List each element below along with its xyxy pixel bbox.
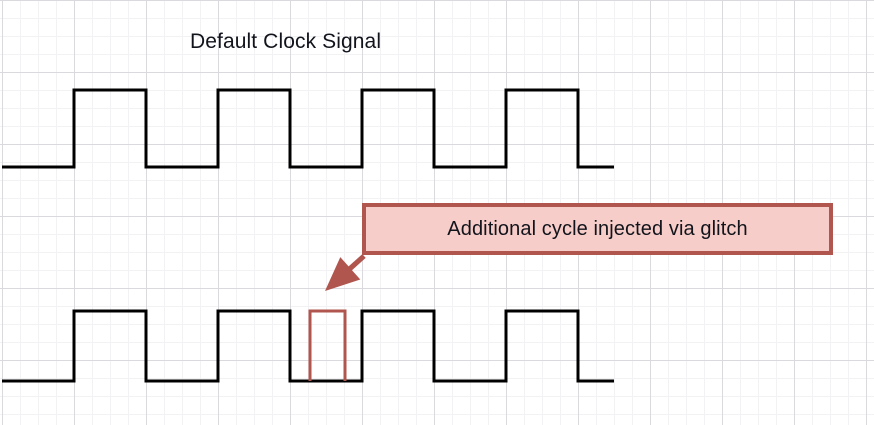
injected-glitch-pulse (310, 311, 345, 381)
glitch-callout-label: Additional cycle injected via glitch (447, 218, 747, 241)
page-title: Default Clock Signal (190, 30, 381, 54)
glitched-clock-waveform (2, 311, 614, 381)
default-clock-waveform (2, 90, 614, 167)
glitch-callout-box: Additional cycle injected via glitch (362, 203, 833, 255)
glitch-pointer-arrow (325, 254, 366, 291)
